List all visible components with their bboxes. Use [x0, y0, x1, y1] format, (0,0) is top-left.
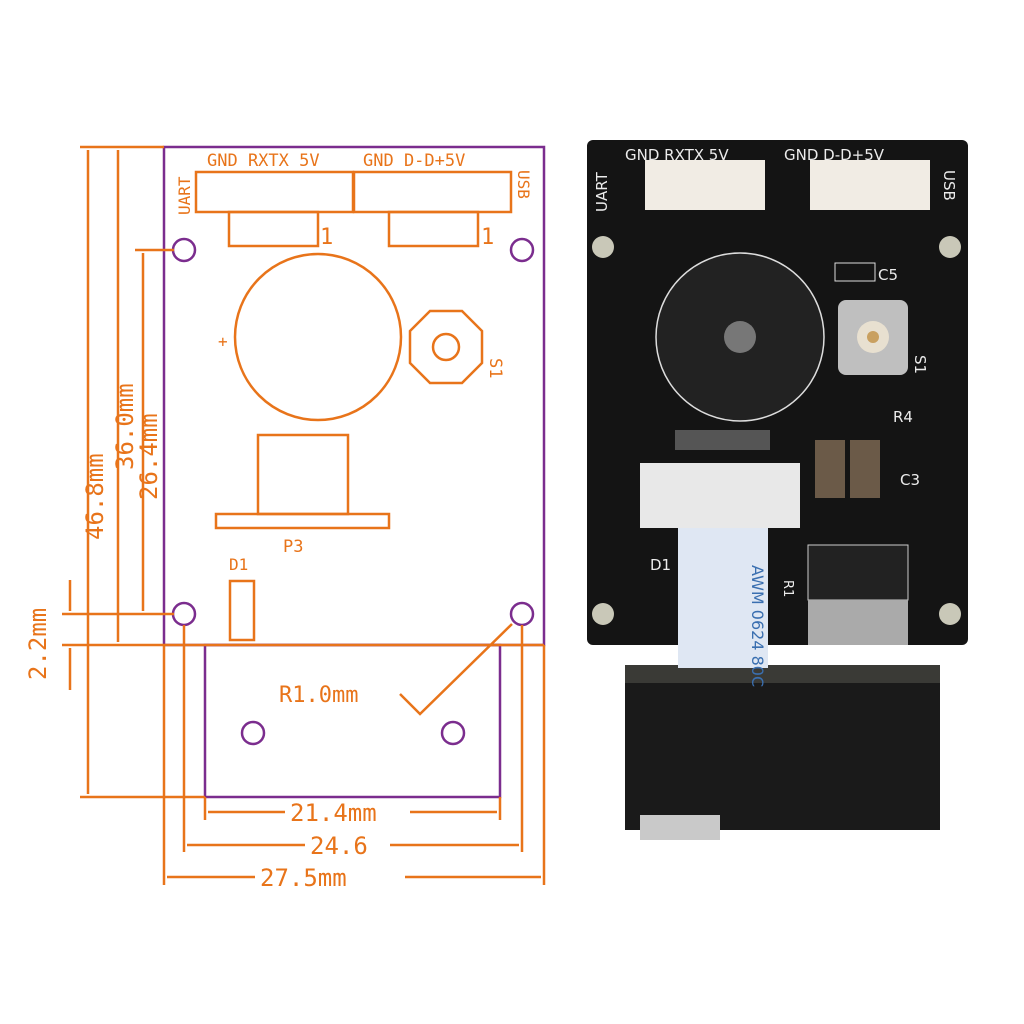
buzzer-outline — [233, 252, 403, 422]
dim-width-total: 27.5mm — [260, 864, 347, 892]
dim-width-inner: 21.4mm — [290, 799, 377, 827]
photo-uart-label: UART — [593, 171, 611, 212]
mount-hole — [509, 237, 535, 263]
dim-offset: 2.2mm — [24, 608, 52, 680]
dim-height-board: 36.0mm — [111, 383, 139, 470]
photo-d1: D1 — [650, 556, 671, 574]
board-outline — [162, 145, 546, 647]
dim-hole-spacing-h: 24.6 — [310, 832, 368, 860]
module-photo: GND RXTX 5V GND D-D+5V UART USB C5 S1 R4… — [587, 140, 968, 840]
dim-hole-spacing-v: 26.4mm — [135, 413, 163, 500]
mount-hole — [939, 603, 961, 625]
pin1-left: 1 — [320, 225, 333, 250]
mount-hole — [240, 720, 266, 746]
mount-hole — [592, 236, 614, 258]
connector-label: P3 — [283, 537, 303, 557]
photo-cable-text: AWM 0624 80C — [748, 565, 767, 687]
usb-pins-label: GND D-D+5V — [363, 151, 465, 171]
pin1-right: 1 — [481, 225, 494, 250]
technical-drawing: GND RXTX 5V GND D-D+5V UART USB 1 1 + S1… — [24, 145, 546, 892]
uart-pins-label: GND RXTX 5V — [207, 151, 320, 171]
photo-r1: R1 — [780, 580, 795, 597]
photo-usb-pins: GND D-D+5V — [784, 146, 885, 164]
radius-label: R1.0mm — [279, 683, 358, 708]
photo-c5: C5 — [878, 266, 898, 284]
scanner-outline — [203, 643, 502, 799]
switch-outline — [408, 309, 484, 385]
usb-jst-connector — [810, 160, 930, 210]
regulator — [807, 544, 909, 601]
dim-height-total: 46.8mm — [81, 453, 109, 540]
mount-hole — [171, 237, 197, 263]
photo-s1: S1 — [911, 355, 929, 374]
buzzer-plus: + — [218, 332, 228, 351]
uart-jst-connector — [645, 160, 765, 210]
diode-label: D1 — [229, 555, 248, 574]
mount-hole — [509, 601, 535, 627]
mount-hole — [171, 601, 197, 627]
switch-label: S1 — [485, 358, 505, 378]
mount-hole — [592, 603, 614, 625]
ffc-connector — [640, 463, 800, 528]
usb-connector — [352, 170, 513, 214]
mount-hole — [440, 720, 466, 746]
usb-label: USB — [514, 170, 533, 199]
ribbon-cable — [678, 528, 768, 668]
scanner-engine — [625, 665, 940, 830]
photo-usb-label: USB — [940, 170, 958, 201]
mount-hole — [939, 236, 961, 258]
uart-connector — [194, 170, 355, 214]
photo-r4: R4 — [893, 408, 913, 426]
uart-label: UART — [175, 176, 194, 215]
photo-c3: C3 — [900, 471, 920, 489]
photo-uart-pins: GND RXTX 5V — [625, 146, 729, 164]
